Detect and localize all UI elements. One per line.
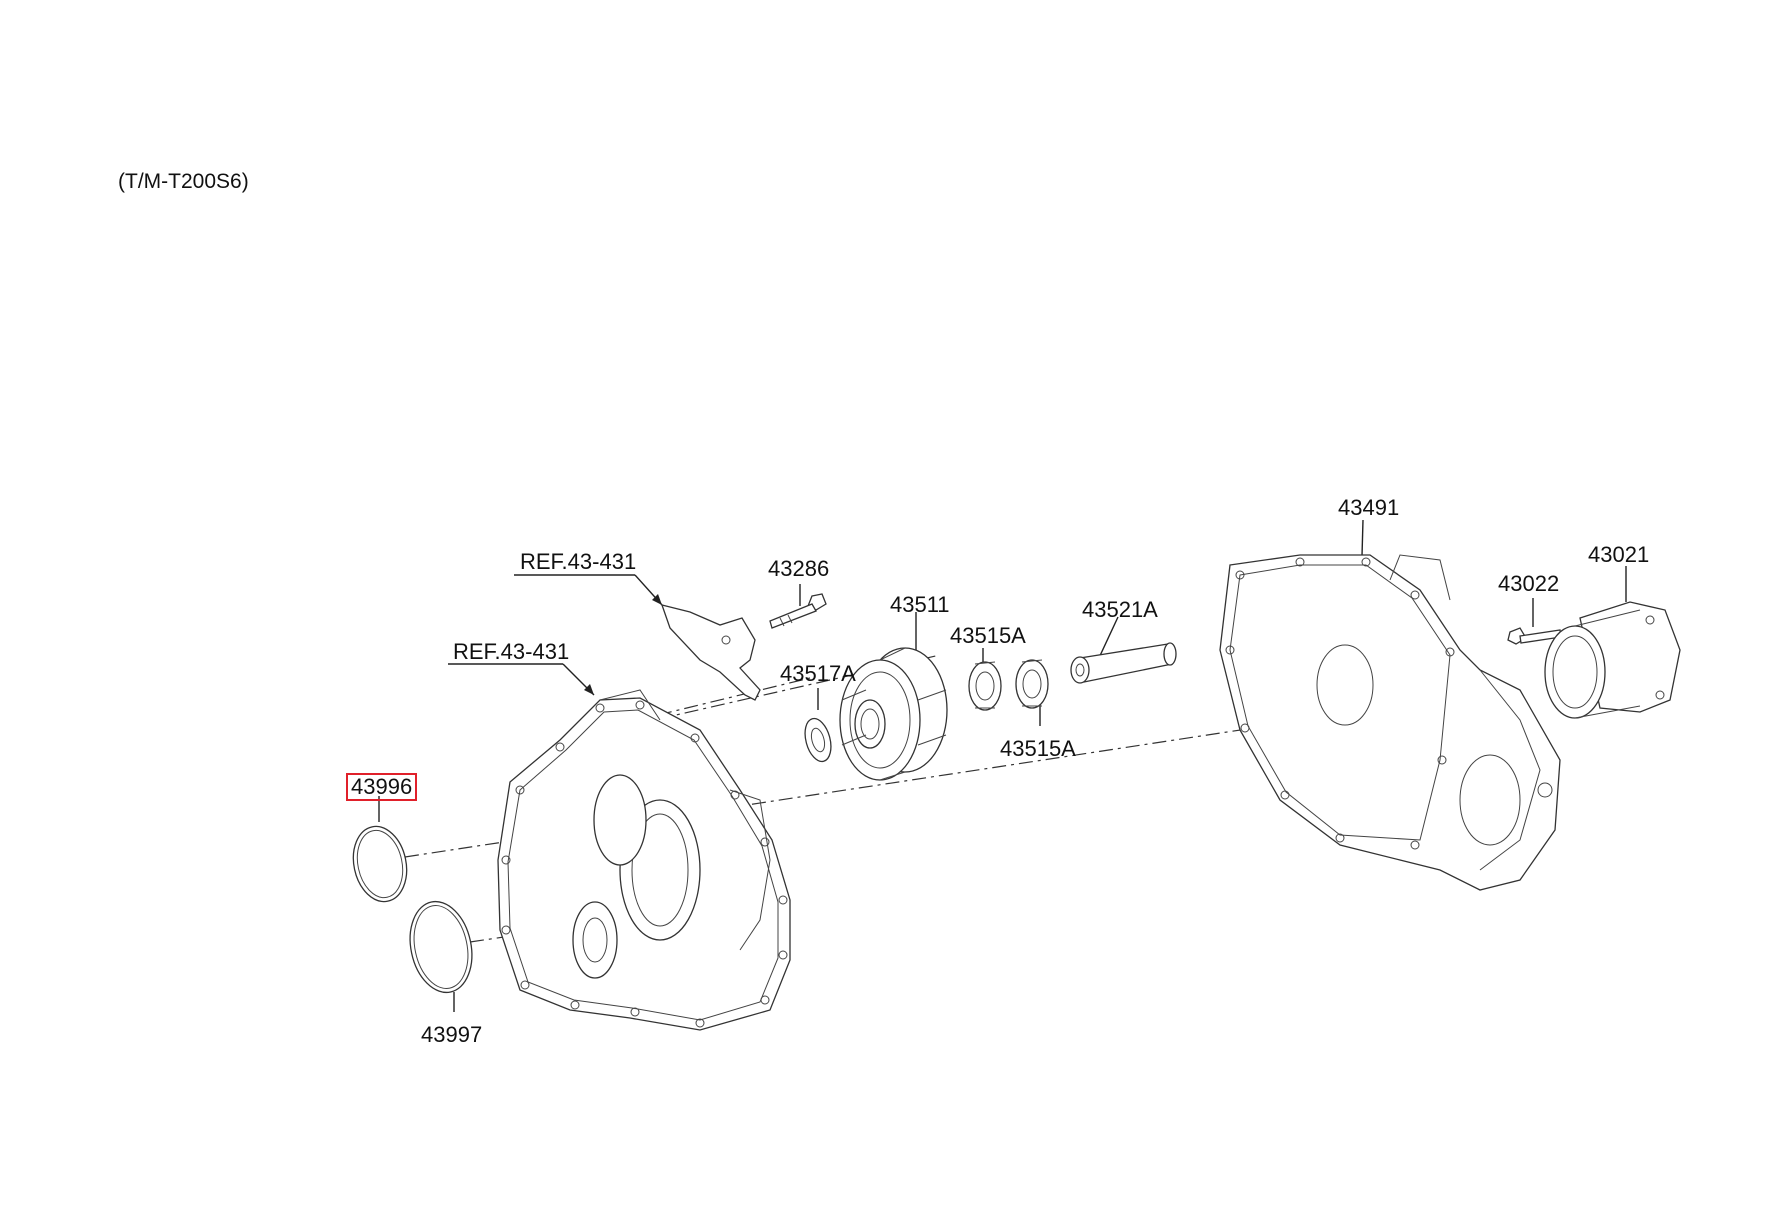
- part-43515A-bearing-1[interactable]: [968, 661, 1002, 711]
- callout-43515A-top[interactable]: 43515A: [950, 623, 1026, 648]
- part-43997-oring[interactable]: [402, 896, 480, 998]
- callout-43996-selected[interactable]: 43996: [346, 773, 418, 801]
- callout-43515A-bottom[interactable]: 43515A: [1000, 736, 1076, 761]
- part-ref-bracket[interactable]: [660, 604, 761, 701]
- callout-ref-43-431-bracket[interactable]: REF.43-431: [520, 549, 637, 574]
- part-43517A-washer[interactable]: [801, 716, 836, 765]
- callout-43491[interactable]: 43491: [1338, 495, 1400, 520]
- part-43515A-bearing-2[interactable]: [1015, 659, 1049, 709]
- callout-43511[interactable]: 43511: [890, 592, 950, 617]
- callout-43517A[interactable]: 43517A: [780, 661, 856, 686]
- part-43521A-shaft[interactable]: [1070, 642, 1177, 684]
- callout-43521A[interactable]: 43521A: [1082, 597, 1158, 622]
- part-43996-oring[interactable]: [347, 821, 414, 906]
- callout-ref-43-431-case[interactable]: REF.43-431: [453, 639, 570, 664]
- part-43511-gear[interactable]: [839, 647, 948, 781]
- part-43286-bolt[interactable]: [769, 593, 827, 629]
- part-front-case[interactable]: [497, 689, 791, 1031]
- callout-43997[interactable]: 43997: [421, 1022, 483, 1047]
- callout-43022[interactable]: 43022: [1498, 571, 1560, 596]
- model-tag: (T/M-T200S6): [118, 170, 249, 193]
- callout-43286[interactable]: 43286: [768, 556, 830, 581]
- part-43491-housing[interactable]: [1219, 554, 1561, 891]
- callout-43021[interactable]: 43021: [1588, 542, 1650, 567]
- part-43021-flange[interactable]: [1544, 601, 1681, 719]
